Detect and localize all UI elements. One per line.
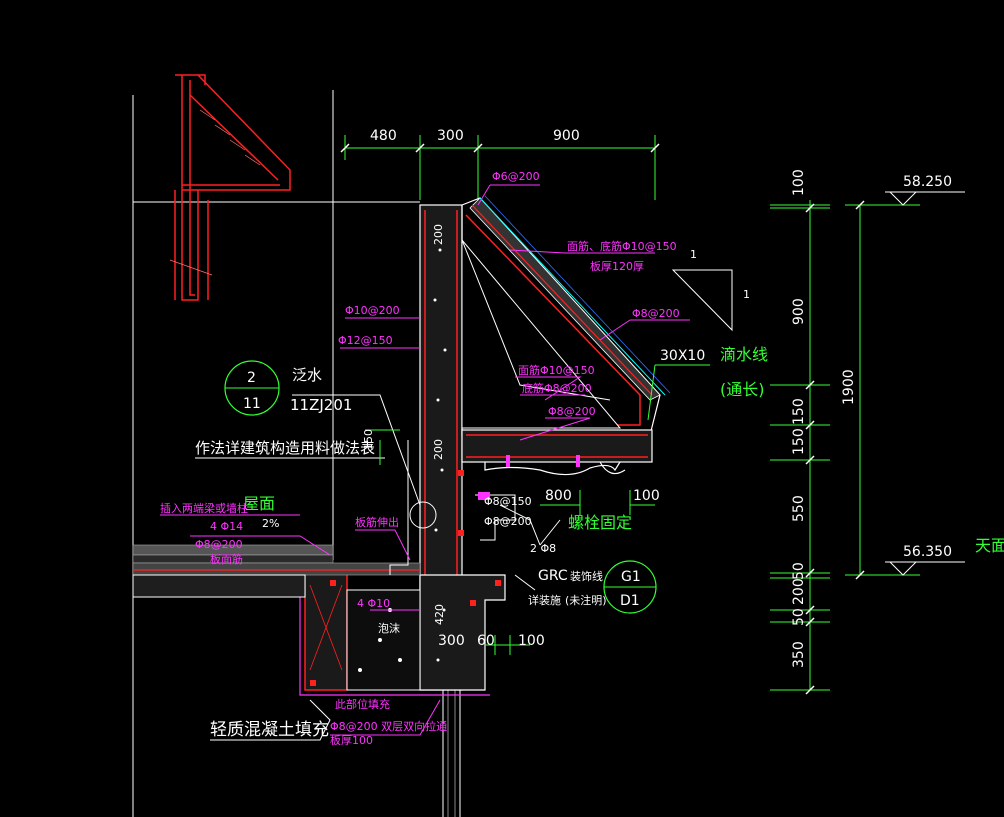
slope-triangle (671, 269, 733, 332)
elevation-top: 58.250 (903, 174, 952, 190)
dim-200-b: 200 (432, 439, 445, 460)
callout-d1: D1 (620, 593, 640, 609)
dim-right-350: 350 (791, 641, 807, 668)
dim-right-900: 900 (791, 298, 807, 325)
bot-note3: 板厚100 (330, 733, 373, 747)
rebar-inner1-label: 面筋Φ10@150 (518, 363, 595, 377)
canopy-void (461, 238, 622, 429)
horizontal-beam (461, 429, 653, 463)
dim-top-300: 300 (437, 128, 464, 144)
rebar-inner2-label: 底筋Φ8@200 (522, 381, 592, 395)
dim-right-550: 550 (791, 495, 807, 522)
elevation-marker-mid (885, 561, 965, 576)
note-method: 作法详建筑构造用料做法表 (195, 439, 375, 457)
grc-label: GRC (538, 568, 568, 584)
fanshui-label: 泛水 (292, 366, 322, 384)
bot-note1: 此部位填充 (335, 697, 390, 711)
bolt-3: 2 Φ8 (530, 542, 556, 555)
note-r1: 4 Φ14 (210, 520, 243, 533)
rebar-top-label: Φ6@200 (492, 170, 540, 183)
callout-ref: 11 (243, 396, 261, 412)
drip-label: 滴水线 (720, 345, 768, 364)
dim-bottom-60: 60 (477, 633, 495, 649)
drip-sub: (通长) (720, 380, 765, 399)
callout-circle-g1-d1 (603, 560, 657, 614)
rebar-face-label: 面筋、底筋Φ10@150 (567, 239, 677, 253)
dim-total-1900: 1900 (841, 369, 857, 405)
callout-g1: G1 (621, 569, 641, 585)
slope-pct: 2% (262, 517, 279, 530)
bolt-label: 螺栓固定 (568, 513, 632, 532)
reference-lines (132, 90, 461, 817)
top-dimension-chain (344, 135, 656, 200)
callout-circle-2-11 (224, 360, 280, 416)
bot-note2: Φ8@200 双层双向拉通 (330, 719, 447, 733)
grc-trim (475, 492, 516, 541)
grc-sub: 装饰线 (570, 569, 603, 583)
slope-label-1: 1 (690, 248, 697, 261)
drip-size: 30X10 (660, 348, 705, 364)
grc-note2: (未注明) (565, 593, 607, 607)
std-ref-label: 11ZJ201 (290, 396, 352, 414)
dim-bottom-420: 420 (433, 604, 446, 625)
dim-top-900: 900 (553, 128, 580, 144)
elevation-mid: 56.350 (903, 544, 952, 560)
note-r2: Φ8@200 (195, 538, 243, 551)
dim-bottom-300: 300 (438, 633, 465, 649)
dim-right-50a: 50 (791, 562, 807, 580)
rebar-dots (358, 248, 447, 672)
dim-800: 800 (545, 488, 572, 504)
bolt-2: Φ8@200 (484, 515, 532, 528)
rebar-inner3-label: Φ8@200 (548, 405, 596, 418)
detail-circle (409, 501, 437, 529)
dim-right-150b: 150 (791, 428, 807, 455)
label-tianmian: 天面 (975, 536, 1004, 555)
thumbnail-hatch (169, 109, 261, 276)
dim-200-a: 200 (432, 224, 445, 245)
dim-right-100: 100 (791, 169, 807, 196)
roof-label: 屋面 (243, 494, 275, 513)
rebar-wall2-label: Φ12@150 (338, 334, 393, 347)
note-pipe: 板筋伸出 (355, 515, 399, 529)
right-dimension-chain (770, 200, 920, 691)
right-dimension-ticks (805, 200, 865, 695)
leader-lines (160, 184, 690, 736)
slope-label-2: 1 (743, 288, 750, 301)
rebar-wall1-label: Φ10@200 (345, 304, 400, 317)
grc-note: 详装施 (528, 593, 561, 607)
note-4phi: 4 Φ10 (357, 597, 390, 610)
grc-ornament (484, 461, 626, 476)
dim-150-left: 150 (362, 429, 375, 450)
dim-100-mid: 100 (633, 488, 660, 504)
bolt-1: Φ8@150 (484, 495, 532, 508)
dim-bottom-100: 100 (518, 633, 545, 649)
note-fill: 泡沫 (378, 621, 400, 635)
rebar-red-marks (310, 470, 501, 686)
callout-num: 2 (247, 370, 256, 386)
dim-top-480: 480 (370, 128, 397, 144)
note-column: 插入两端梁或墙柱 (160, 501, 248, 515)
grc-bolts (506, 455, 580, 467)
rebar-thk-label: 板厚120厚 (590, 259, 644, 273)
elevation-marker-top (885, 191, 965, 206)
drip-leader (365, 364, 710, 655)
thumbnail-section (174, 74, 291, 301)
roof-layers (132, 544, 421, 598)
rebar-diag-label: Φ8@200 (632, 307, 680, 320)
note-r3: 板面筋 (210, 552, 243, 566)
dim-right-200: 200 (791, 578, 807, 605)
dim-right-150a: 150 (791, 398, 807, 425)
flashing-line (389, 440, 409, 575)
light-fill-label: 轻质混凝土填充 (210, 720, 329, 740)
top-dimension-ticks (340, 143, 660, 153)
dim-right-50b: 50 (791, 608, 807, 626)
